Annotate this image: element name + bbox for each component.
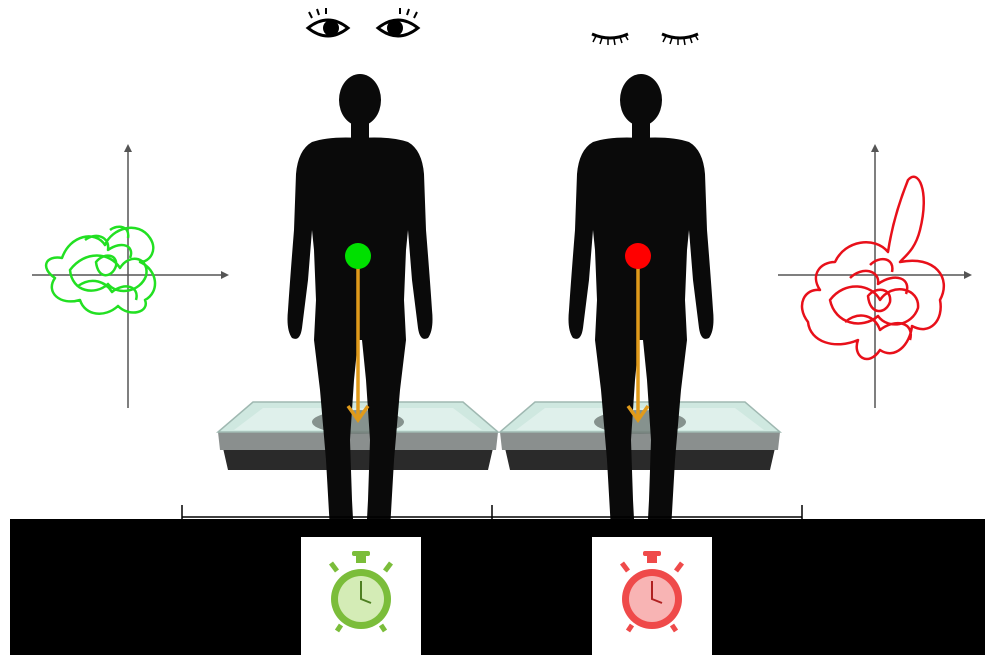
force-platform bbox=[500, 402, 780, 470]
open-eye-icon bbox=[378, 8, 418, 36]
sway-plot-eyes-closed bbox=[778, 144, 972, 408]
bottom-band bbox=[10, 519, 985, 655]
stopwatch-eyes-closed bbox=[592, 537, 712, 655]
center-of-mass-marker bbox=[625, 243, 651, 269]
x-axis-arrow bbox=[221, 271, 229, 279]
closed-eye-icon bbox=[662, 34, 698, 45]
open-eye-icon bbox=[308, 8, 348, 36]
sway-trace bbox=[46, 227, 155, 314]
stopwatch-eyes-open bbox=[301, 537, 421, 655]
x-axis-arrow bbox=[964, 271, 972, 279]
y-axis-arrow bbox=[124, 144, 132, 152]
y-axis-arrow bbox=[871, 144, 879, 152]
stopwatch-green-icon bbox=[301, 537, 421, 655]
stopwatch-red-icon bbox=[592, 537, 712, 655]
center-of-mass-marker bbox=[345, 243, 371, 269]
sway-trace bbox=[802, 177, 944, 359]
human-silhouette bbox=[569, 74, 714, 547]
human-silhouette bbox=[288, 74, 433, 547]
timeline-bracket bbox=[182, 505, 802, 519]
sway-plot-eyes-open bbox=[32, 144, 229, 408]
closed-eye-icon bbox=[592, 34, 628, 45]
